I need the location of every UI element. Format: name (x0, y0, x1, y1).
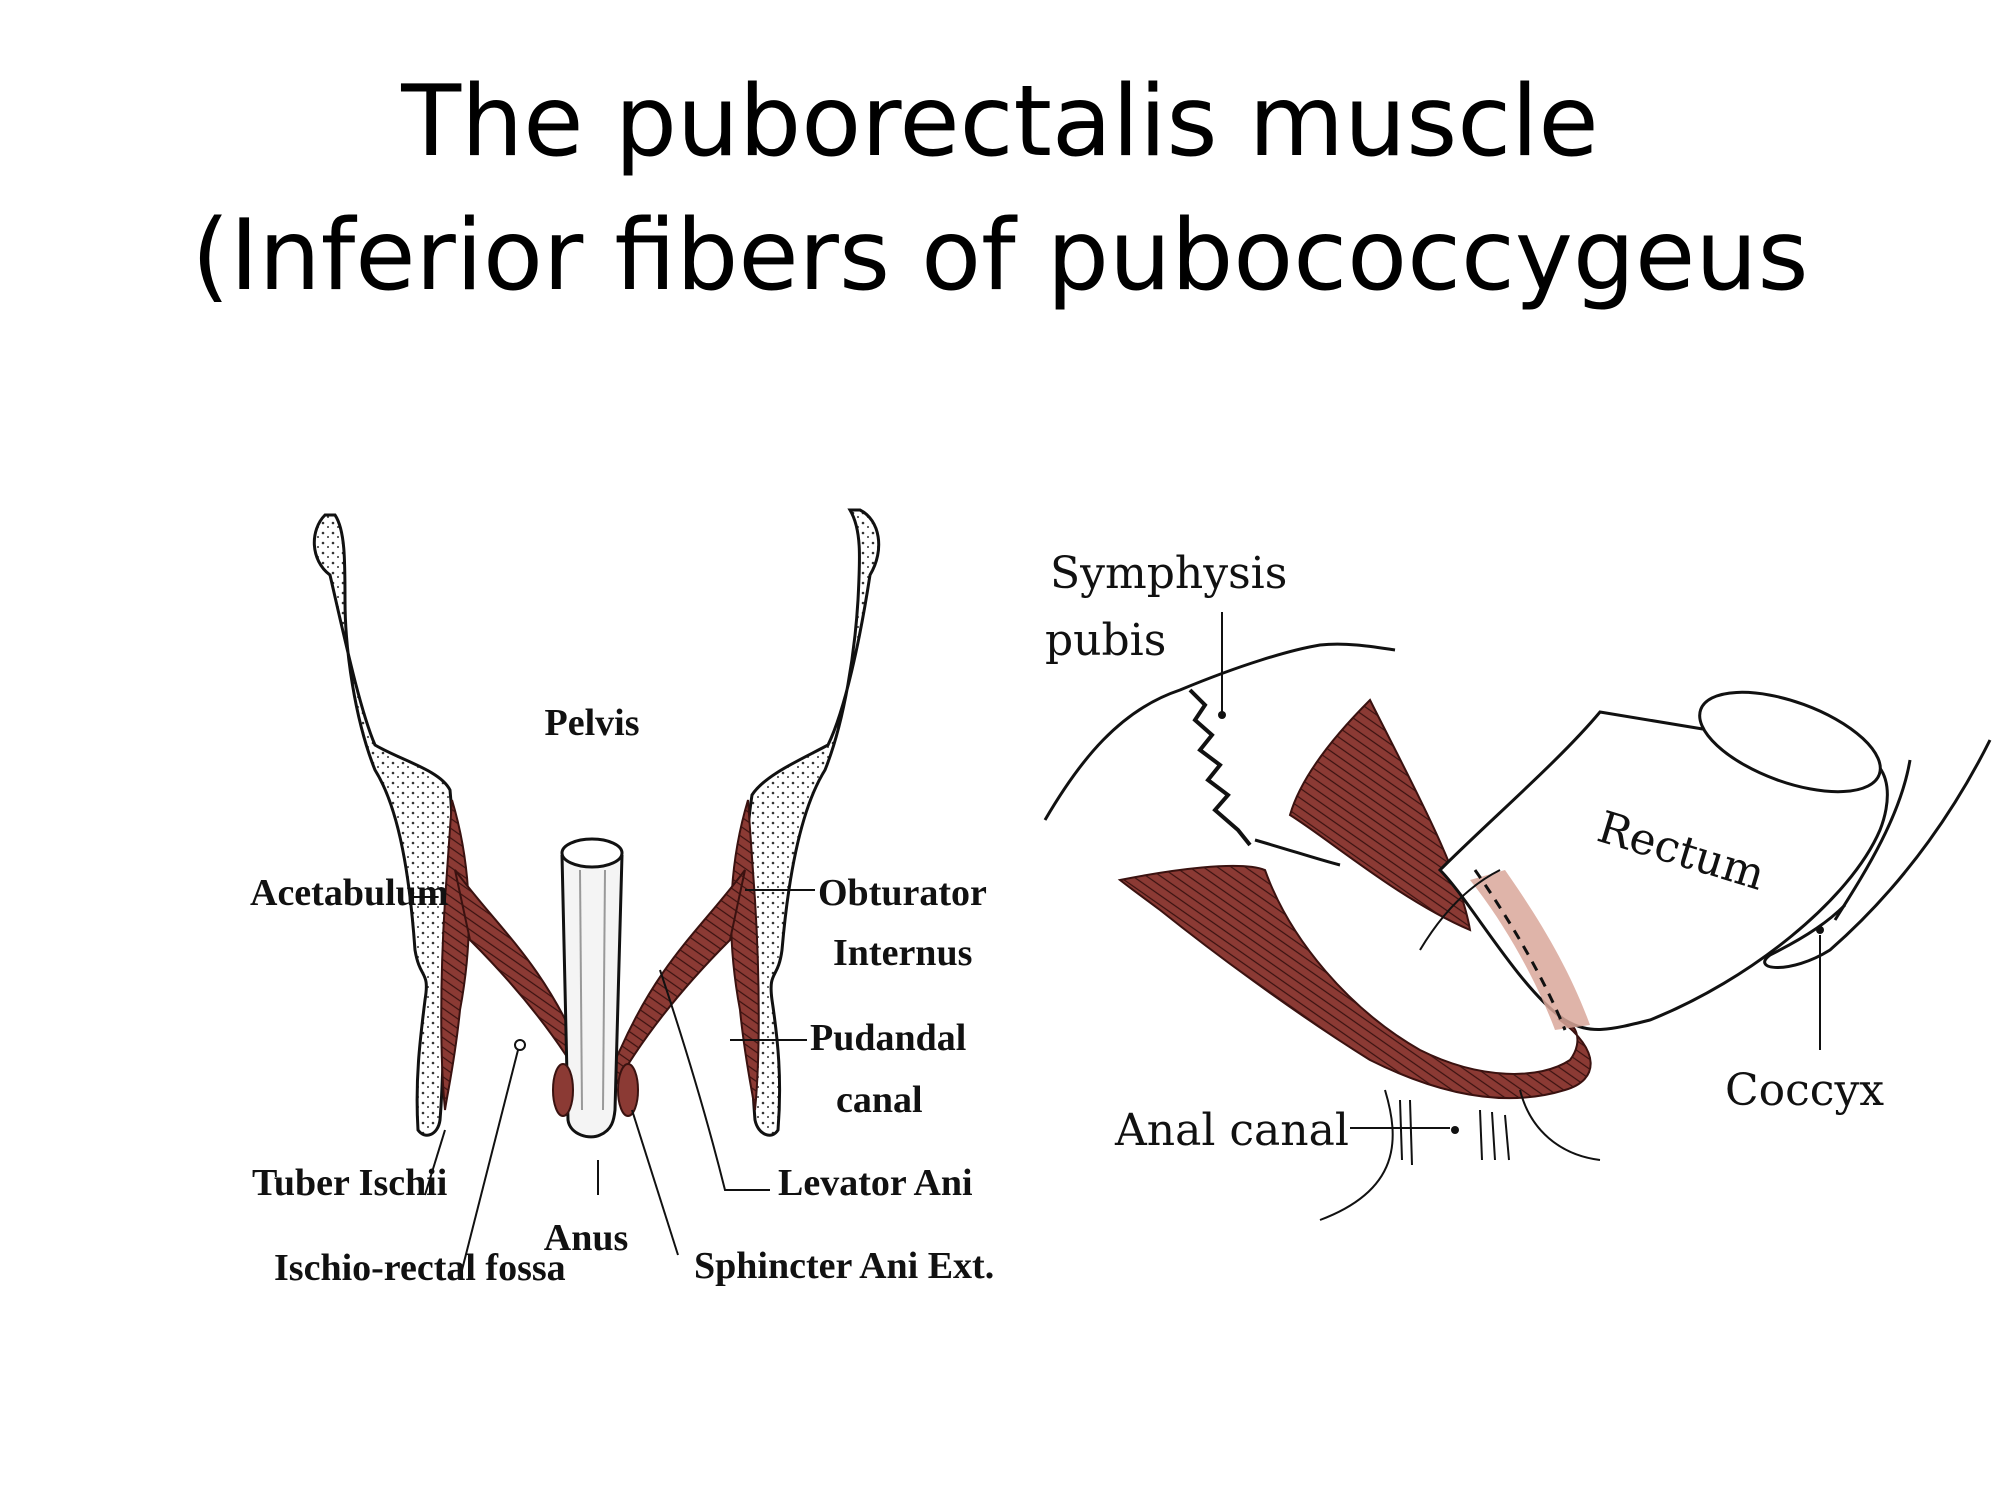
label-obturator-1: Obturator (818, 872, 987, 914)
label-anal-canal: Anal canal (1114, 1105, 1349, 1156)
left-hip-bone (312, 513, 454, 1137)
slide-title: The puborectalis muscle (Inferior fibers… (0, 55, 2000, 323)
rectum-opening (1698, 690, 1882, 794)
label-coccyx: Coccyx (1725, 1065, 1884, 1116)
label-ischio-rectal-fossa: Ischio-rectal fossa (274, 1247, 566, 1289)
symphysis-joint (1188, 688, 1252, 847)
left-leader-lines (412, 889, 815, 1271)
label-levator-ani: Levator Ani (778, 1162, 973, 1204)
anal-canal-marker (1451, 1126, 1459, 1134)
rectum-wall-band (1470, 870, 1590, 1030)
pudendal-canal-marker (514, 1039, 526, 1051)
sagittal-view-figure: Symphysis pubis Rectum Coccyx Anal canal (1043, 548, 1992, 1221)
label-acetabulum: Acetabulum (250, 872, 448, 914)
right-hip-bone (744, 508, 881, 1137)
label-symphysis: Symphysis (1050, 548, 1287, 599)
pubic-bone-lower (1254, 838, 1341, 867)
label-sphincter-ani-ext: Sphincter Ani Ext. (694, 1245, 994, 1287)
coccyx-outline (1763, 739, 1992, 969)
rectum-tube-top (560, 837, 624, 869)
label-pudendal-1: Pudandal (810, 1017, 966, 1059)
label-obturator-2: Internus (833, 932, 972, 974)
rectum-wall-dashed (1473, 869, 1567, 1031)
anal-canal-lines (1319, 1089, 1601, 1221)
label-pelvis: Pelvis (545, 702, 640, 744)
upper-levator-fan-muscle (1288, 698, 1472, 932)
title-line-1: The puborectalis muscle (401, 65, 1599, 179)
tube-shading-line (602, 869, 606, 1111)
label-anus: Anus (544, 1217, 629, 1259)
right-sphincter-muscle (617, 1063, 639, 1117)
right-levator-ani-muscle (607, 869, 746, 1098)
tube-shading-line (579, 869, 583, 1111)
rectum-inner-line (1419, 869, 1501, 951)
label-pudendal-2: canal (836, 1079, 923, 1121)
left-sphincter-muscle (552, 1063, 574, 1117)
symphysis-marker (1218, 711, 1226, 719)
title-line-2: (Inferior fibers of pubococcygeus (191, 199, 1809, 313)
rectum-tube (560, 854, 624, 1139)
coccyx-marker (1816, 926, 1824, 934)
coronal-section-figure: Pelvis Acetabulum Obturator Internus Pud… (250, 508, 994, 1289)
pubic-bone-outline (1043, 642, 1396, 821)
label-tuber-ischii: Tuber Ischii (252, 1162, 447, 1204)
label-pubis: pubis (1045, 615, 1166, 666)
